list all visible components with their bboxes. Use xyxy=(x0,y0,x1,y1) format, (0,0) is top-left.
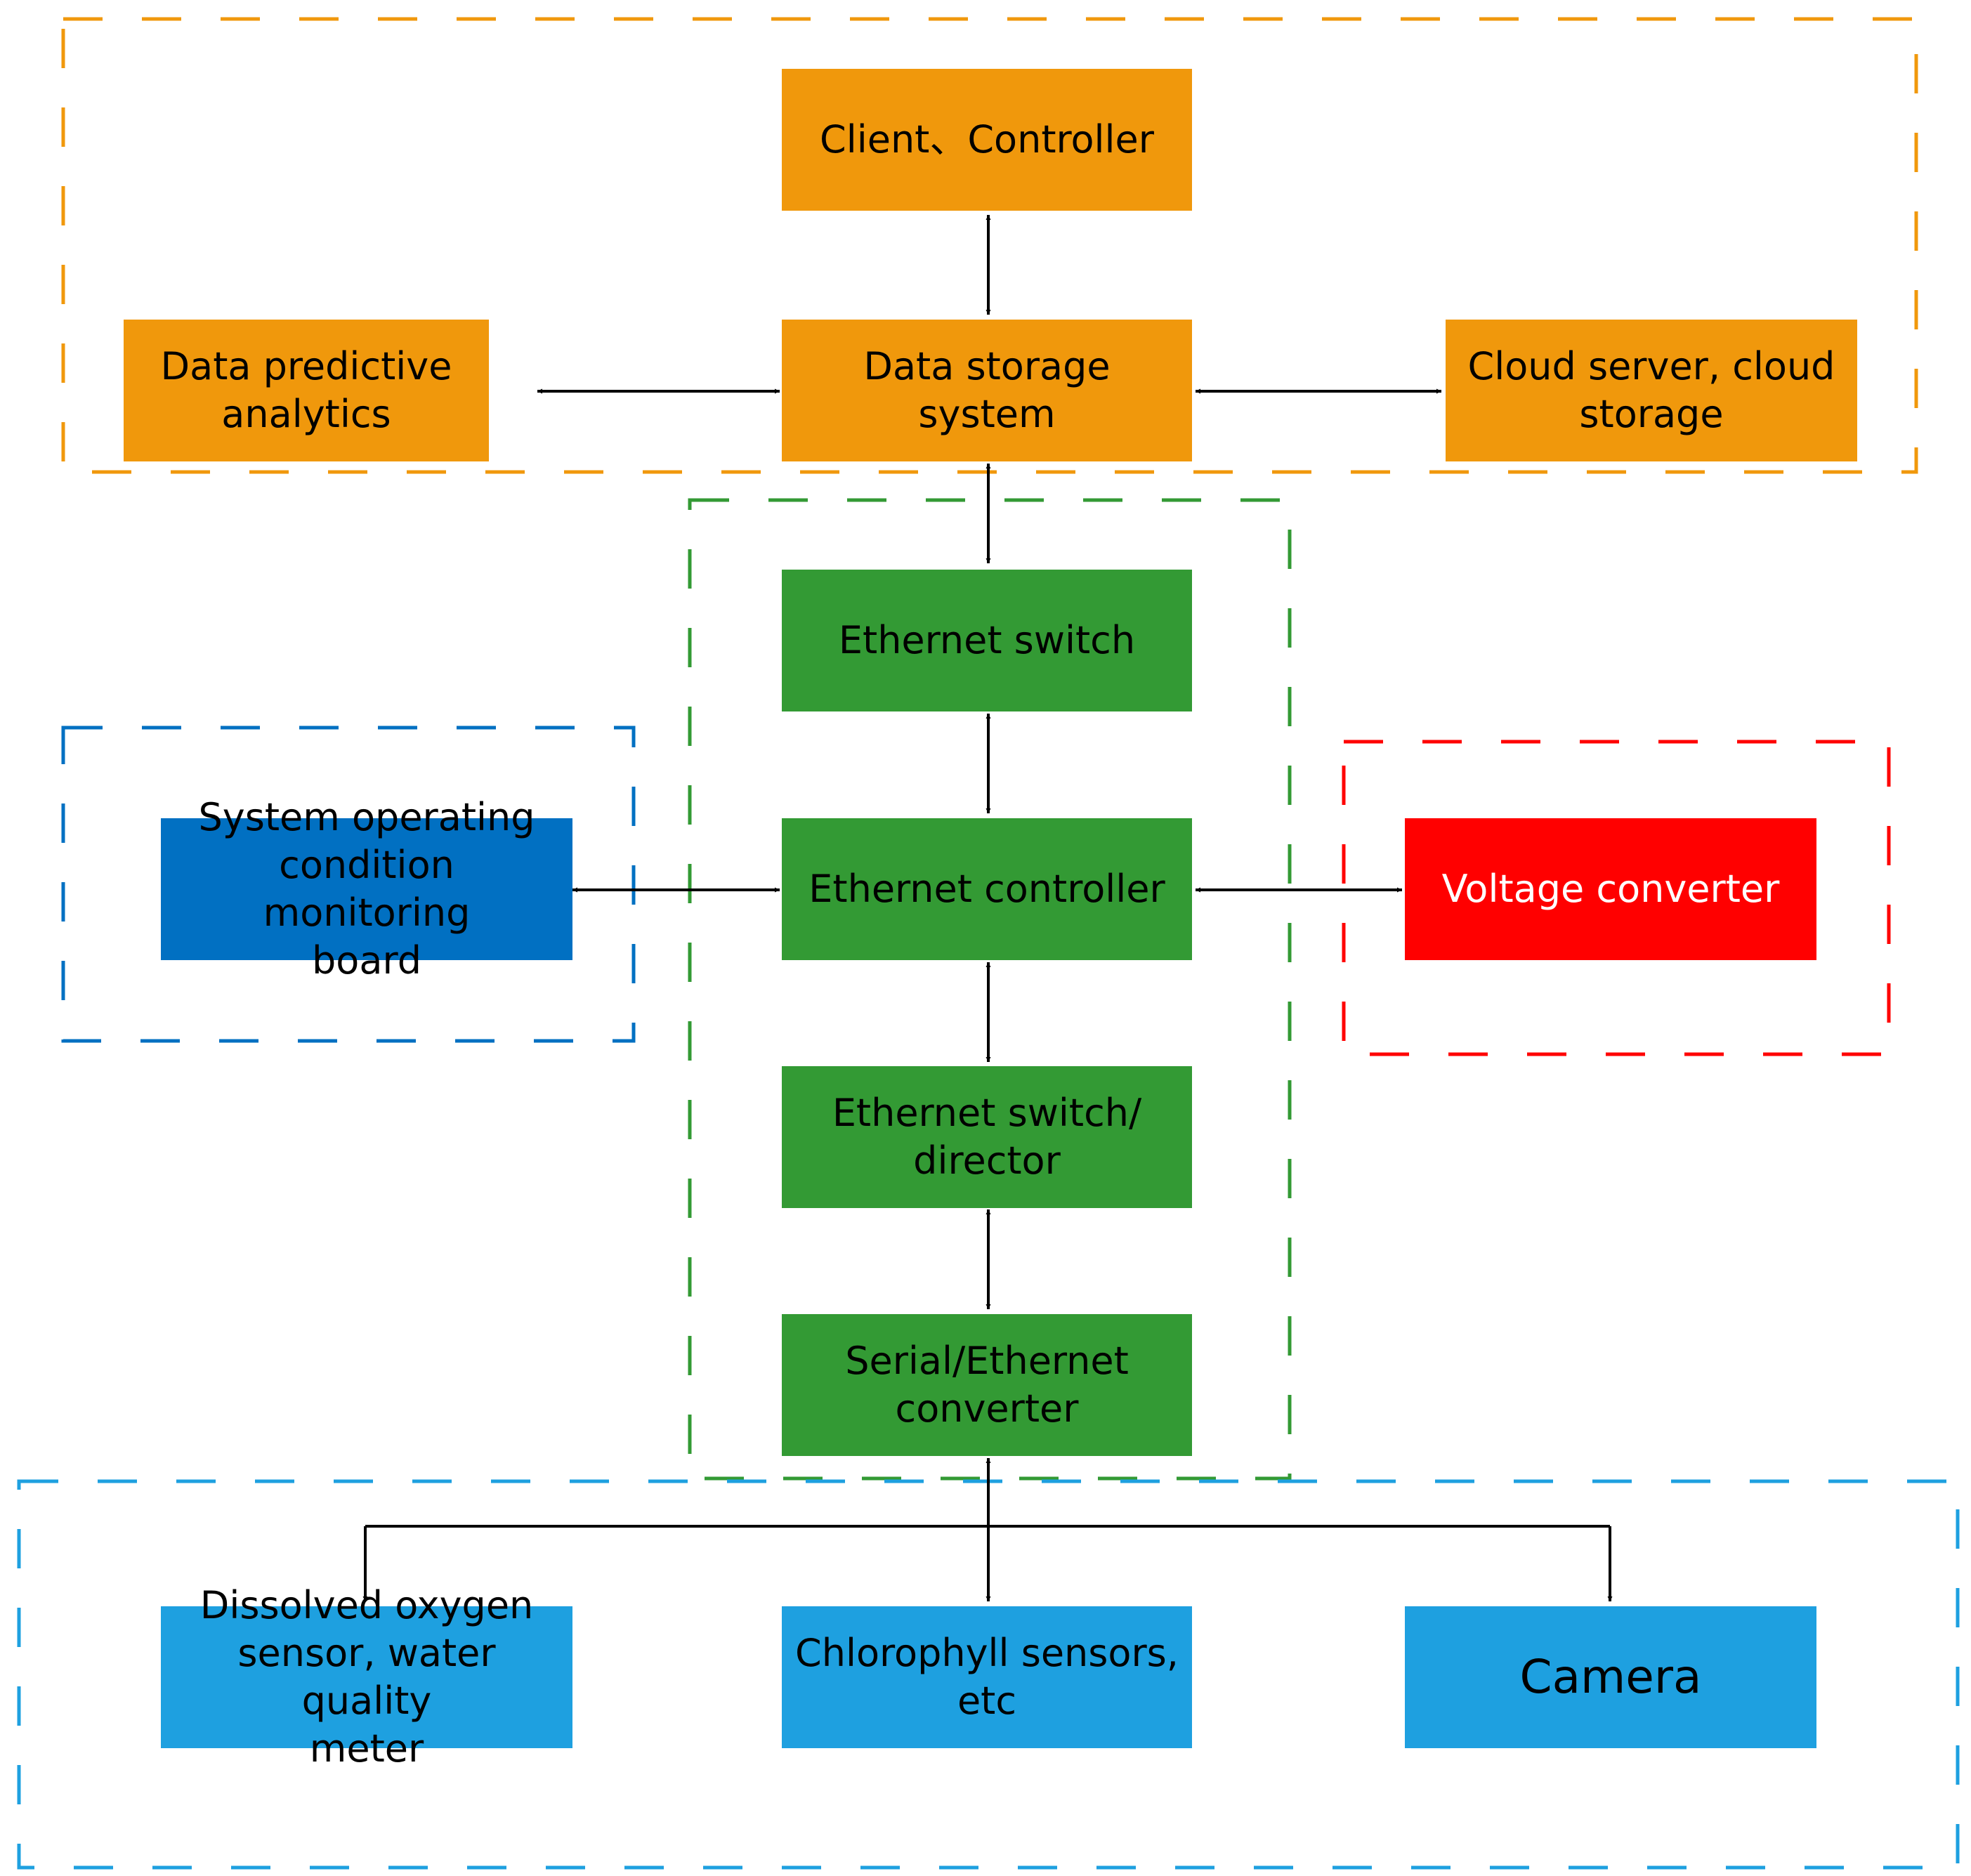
voltage-converter-node: Voltage converter xyxy=(1405,818,1816,960)
data-predictive-analytics-node: Data predictive analytics xyxy=(124,320,489,461)
ethernet-switch-node: Ethernet switch xyxy=(782,570,1192,711)
serial-ethernet-converter-label: Serial/Ethernet converter xyxy=(845,1339,1129,1431)
data-storage-system-label: Data storage system xyxy=(863,344,1111,436)
client-controller-label: Client、Controller xyxy=(820,117,1154,162)
chlorophyll-sensors-node: Chlorophyll sensors, etc xyxy=(782,1606,1192,1748)
camera-node: Camera xyxy=(1405,1606,1816,1748)
voltage-converter-label: Voltage converter xyxy=(1441,867,1780,911)
data-storage-system-node: Data storage system xyxy=(782,320,1192,461)
ethernet-switch-label: Ethernet switch xyxy=(838,618,1136,662)
system-monitoring-board-node: System operating condition monitoring bo… xyxy=(161,795,572,983)
camera-label: Camera xyxy=(1519,1650,1702,1704)
serial-ethernet-converter-node: Serial/Ethernet converter xyxy=(782,1314,1192,1456)
dissolved-oxygen-sensor-node: Dissolved oxygen sensor, water quality m… xyxy=(161,1583,572,1771)
dissolved-oxygen-sensor-label: Dissolved oxygen sensor, water quality m… xyxy=(199,1583,534,1771)
client-controller-node: Client、Controller xyxy=(782,69,1192,211)
data-predictive-analytics-label: Data predictive analytics xyxy=(160,344,452,436)
cloud-server-node: Cloud server, cloud storage xyxy=(1446,320,1857,461)
ethernet-controller-label: Ethernet controller xyxy=(808,867,1165,911)
chlorophyll-sensors-label: Chlorophyll sensors, etc xyxy=(795,1631,1179,1723)
group-power-layer xyxy=(1342,740,1891,1056)
group-monitoring-layer xyxy=(61,726,636,1043)
ethernet-controller-node: Ethernet controller xyxy=(782,818,1192,960)
ethernet-switch-director-label: Ethernet switch/ director xyxy=(832,1091,1142,1183)
ethernet-switch-director-node: Ethernet switch/ director xyxy=(782,1066,1192,1208)
cloud-server-label: Cloud server, cloud storage xyxy=(1467,344,1835,436)
system-monitoring-board-label: System operating condition monitoring bo… xyxy=(198,795,535,983)
